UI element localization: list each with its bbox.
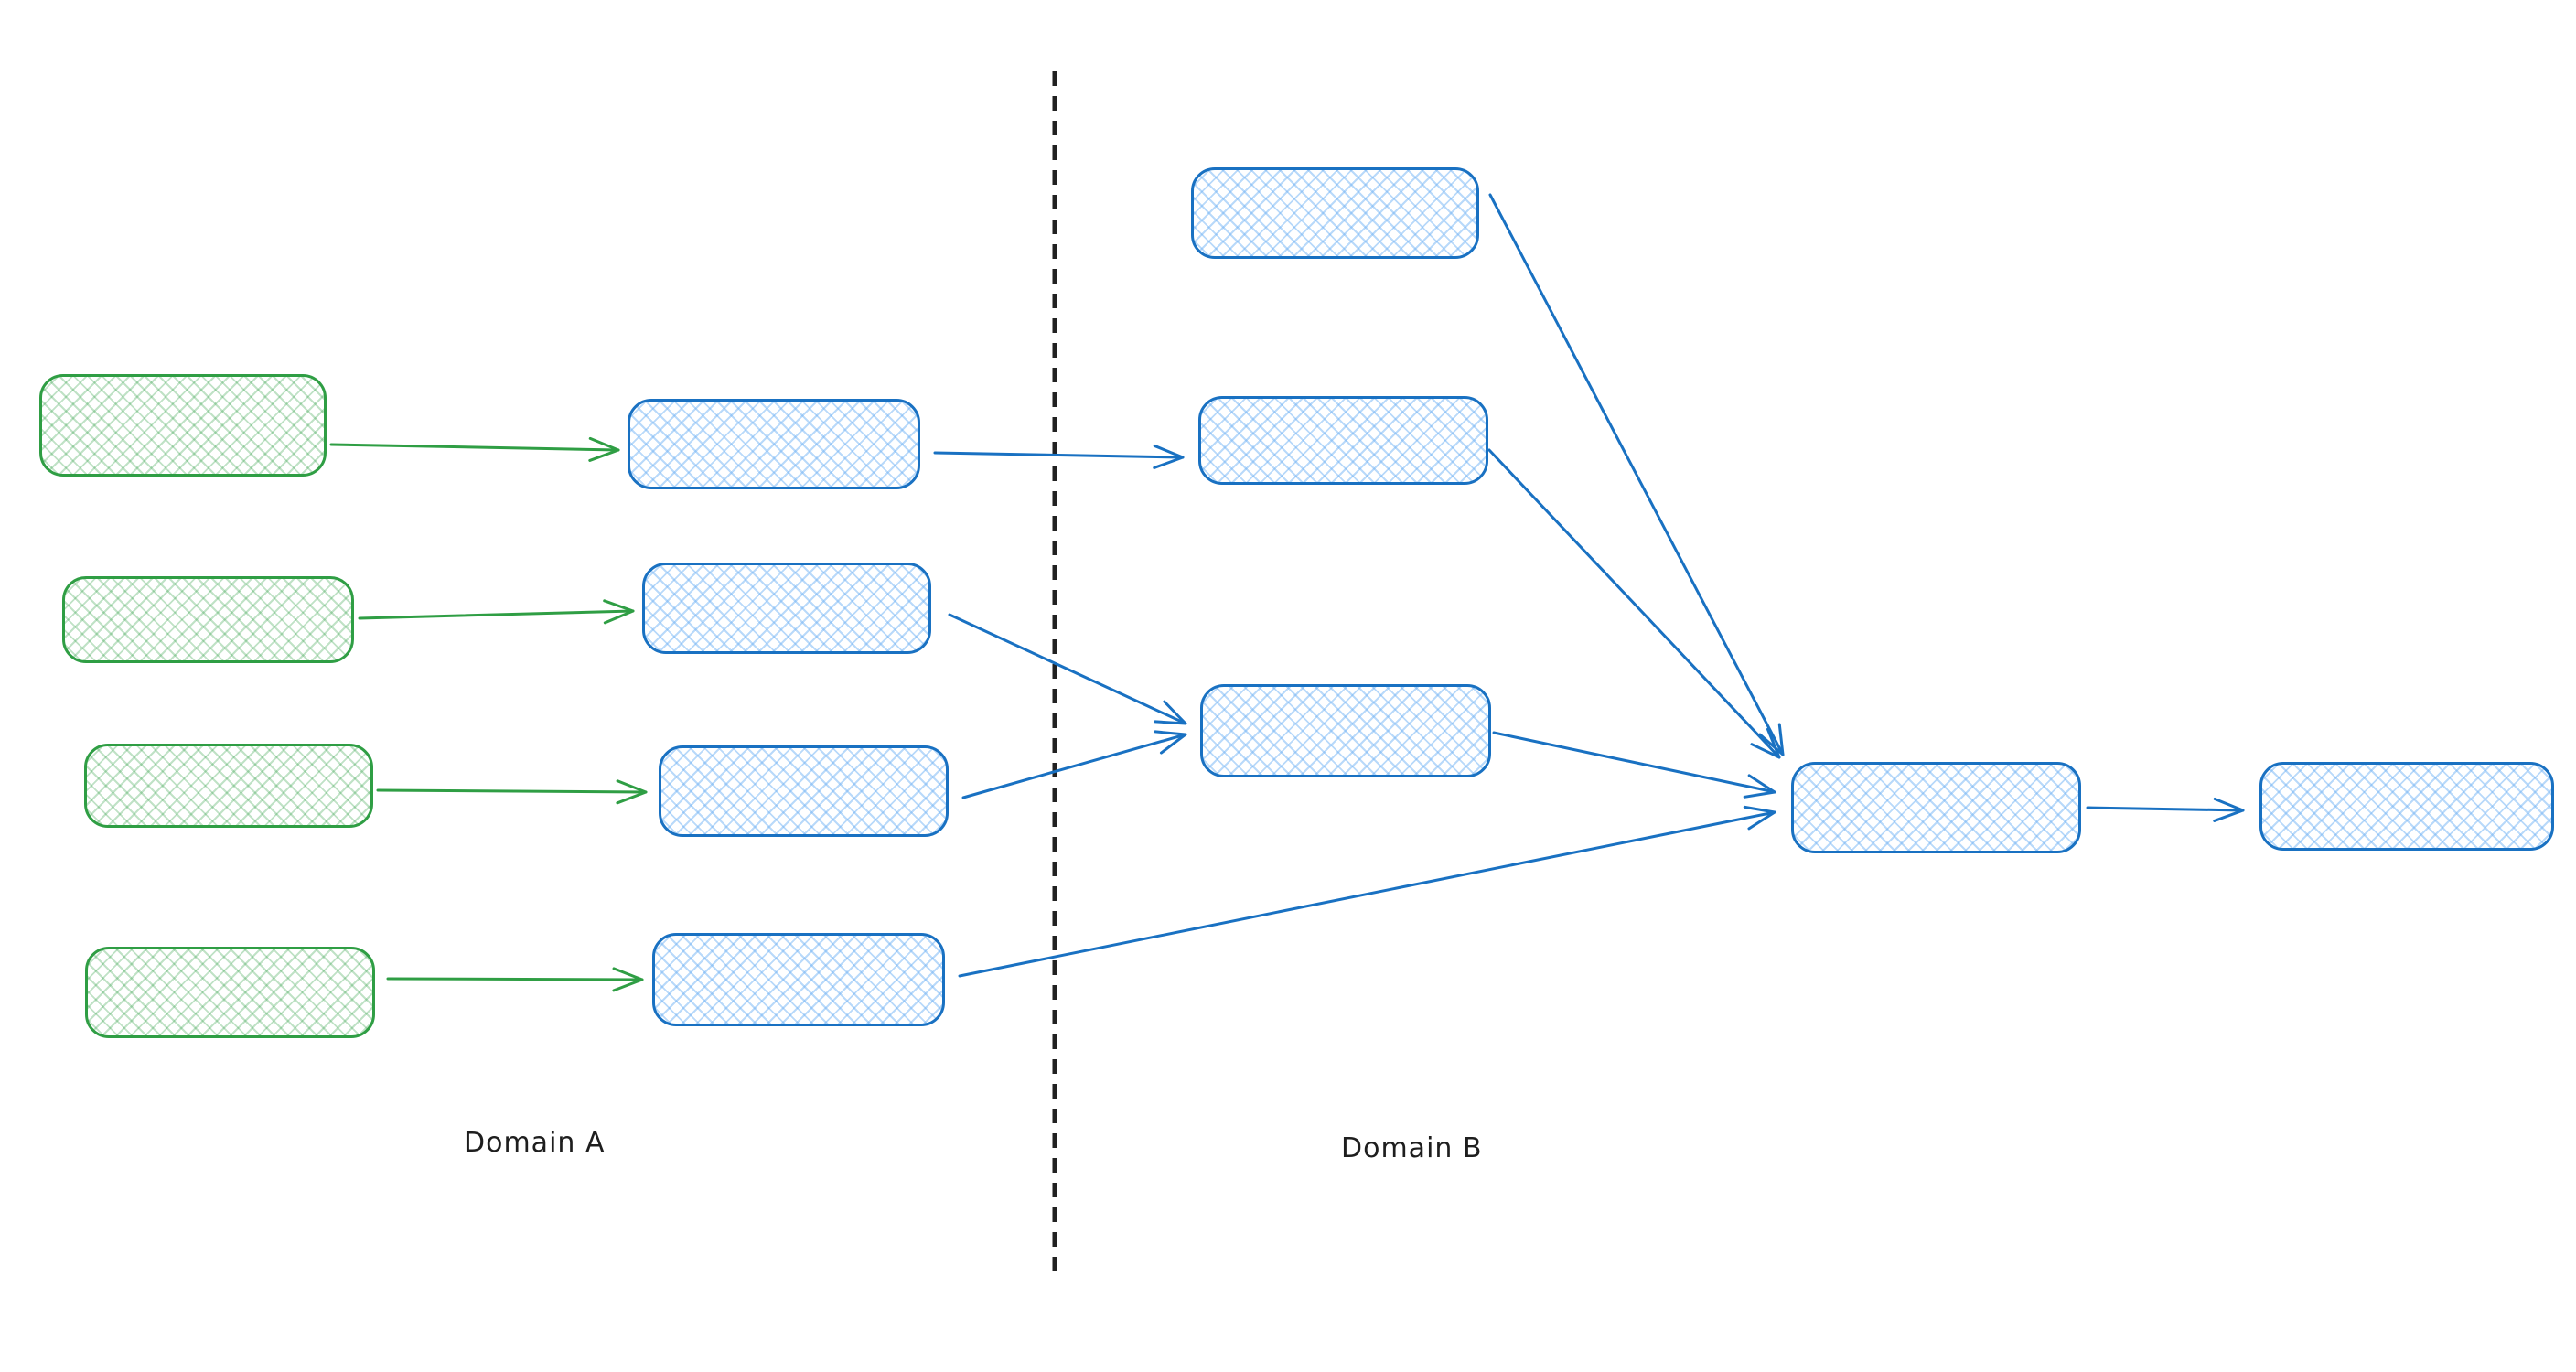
node-blue-final[interactable]	[2259, 762, 2554, 851]
arrow-green2-to-bluea2[interactable]	[358, 599, 635, 625]
domain-a-label: Domain A	[464, 1127, 606, 1159]
node-blue-a1[interactable]	[628, 399, 920, 489]
node-green-3[interactable]	[84, 744, 373, 828]
arrow-blueb2-to-merge[interactable]	[1487, 448, 1781, 759]
node-blue-a3[interactable]	[659, 745, 949, 837]
arrow-bluea2-to-blueb3[interactable]	[948, 613, 1187, 725]
arrow-green3-to-bluea3[interactable]	[376, 779, 648, 805]
arrow-green4-to-bluea4[interactable]	[386, 967, 644, 992]
node-green-2[interactable]	[62, 576, 354, 663]
arrow-bluea4-to-merge[interactable]	[958, 805, 1776, 978]
arrow-bluea3-to-blueb3[interactable]	[961, 730, 1187, 799]
node-green-4[interactable]	[85, 947, 375, 1038]
arrow-blueb3-to-merge[interactable]	[1492, 731, 1776, 799]
domain-b-label: Domain B	[1341, 1132, 1483, 1164]
node-blue-b3[interactable]	[1200, 684, 1491, 777]
edges-group	[329, 193, 2245, 992]
arrow-bluea1-to-blueb2[interactable]	[933, 444, 1185, 469]
arrow-blueb1-to-merge[interactable]	[1488, 193, 1785, 756]
node-blue-b1[interactable]	[1191, 167, 1479, 259]
node-blue-a2[interactable]	[642, 563, 931, 654]
arrow-merge-to-final[interactable]	[2086, 797, 2245, 822]
arrow-green1-to-bluea1[interactable]	[329, 436, 620, 462]
node-blue-a4[interactable]	[652, 933, 945, 1026]
node-blue-b2[interactable]	[1198, 396, 1488, 485]
node-green-1[interactable]	[39, 374, 327, 477]
node-blue-merge[interactable]	[1791, 762, 2081, 853]
